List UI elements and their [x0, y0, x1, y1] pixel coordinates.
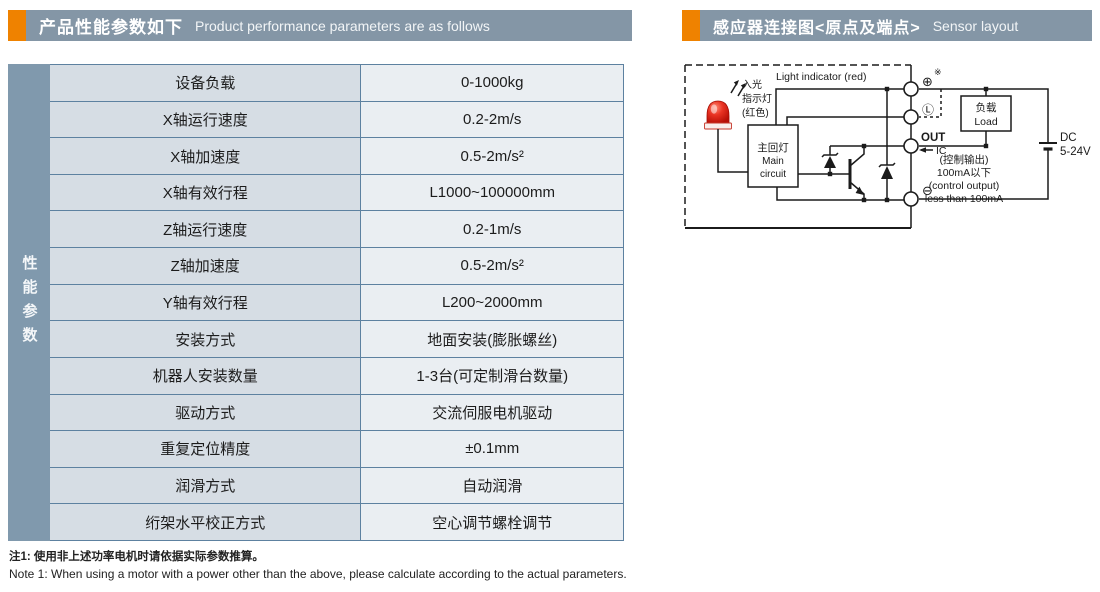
- dc-battery-symbol: [1039, 142, 1057, 151]
- light-indicator-label: Light indicator (red): [776, 71, 866, 83]
- main-circuit-box: 主回灯 Main circuit: [747, 124, 799, 188]
- param-name: 重复定位精度: [50, 431, 361, 467]
- param-value: 0.2-2m/s: [361, 101, 623, 138]
- terminal-plus-label: ⊕: [922, 74, 933, 89]
- right-section-header: 感应器连接图<原点及端点> Sensor layout: [682, 10, 1092, 41]
- param-name: 机器人安装数量: [50, 357, 361, 394]
- zener-diode-left: [821, 146, 839, 174]
- ic-label: IC: [936, 145, 947, 157]
- output-transistor: [848, 146, 865, 200]
- control-output-line-3: (control output): [929, 180, 1000, 192]
- left-header-title-en: Product performance parameters are as fo…: [195, 17, 490, 34]
- left-header-title-cn: 产品性能参数如下: [39, 18, 183, 37]
- param-value: ±0.1mm: [361, 431, 623, 467]
- terminal-minus-label: ⊖: [922, 183, 933, 198]
- terminals: [903, 81, 919, 207]
- footnote-en: Note 1: When using a motor with a power …: [9, 567, 627, 581]
- table-grid: 设备负载 0-1000kg X轴运行速度 0.2-2m/s X轴加速度 0.5-…: [50, 64, 624, 541]
- external-wiring: [919, 88, 1049, 200]
- param-value: 地面安装(膨胀螺丝): [361, 321, 623, 357]
- table-side-label: 性能参数: [8, 64, 50, 541]
- orange-accent-bar: [8, 10, 26, 41]
- load-box: 负载 Load: [960, 95, 1012, 132]
- param-name: X轴运行速度: [50, 101, 361, 138]
- zener-diode-right: [878, 162, 896, 179]
- orange-accent-bar: [682, 10, 700, 41]
- param-name: X轴加速度: [50, 138, 361, 174]
- dc-label: DC: [1060, 132, 1077, 144]
- terminal-plus: [903, 81, 919, 97]
- param-value: 0-1000kg: [361, 65, 623, 101]
- led-label-cn-3: (红色): [742, 106, 769, 119]
- param-value: L200~2000mm: [361, 284, 623, 321]
- light-ray-arrows: [730, 80, 746, 97]
- load-label-en: Load: [974, 116, 998, 128]
- left-section-header: 产品性能参数如下 Product performance parameters …: [8, 10, 632, 41]
- param-name: 润滑方式: [50, 467, 361, 504]
- param-name: 安装方式: [50, 321, 361, 357]
- param-name: 绗架水平校正方式: [50, 504, 361, 540]
- param-name: 驱动方式: [50, 394, 361, 431]
- param-name: Z轴加速度: [50, 248, 361, 284]
- control-output-line-2: 100mA以下: [937, 167, 991, 179]
- load-label-cn: 负载: [976, 101, 997, 114]
- param-value: 0.5-2m/s²: [361, 138, 623, 174]
- terminal-l: [903, 109, 919, 125]
- param-value: L1000~100000mm: [361, 174, 623, 211]
- main-circuit-label-cn: 主回灯: [757, 142, 789, 154]
- led-label-cn-1: 入光: [742, 78, 762, 91]
- right-header-title-cn: 感应器连接图<原点及端点>: [713, 19, 921, 37]
- control-output-line-1: (控制输出): [940, 153, 989, 166]
- param-value: 1-3台(可定制滑台数量): [361, 357, 623, 394]
- param-name: Z轴运行速度: [50, 211, 361, 248]
- led-indicator: [704, 100, 748, 173]
- control-output-line-4: less than 100mA: [925, 193, 1003, 205]
- footnote-cn: 注1: 使用非上述功率电机时请依据实际参数推算。: [9, 551, 264, 563]
- led-label-cn-2: 指示灯: [742, 92, 772, 105]
- param-value: 自动润滑: [361, 467, 623, 504]
- param-value: 0.2-1m/s: [361, 211, 623, 248]
- right-header-title-en: Sensor layout: [932, 17, 1019, 34]
- param-value: 空心调节螺栓调节: [361, 504, 623, 540]
- param-value: 交流伺服电机驱动: [361, 394, 623, 431]
- param-value: 0.5-2m/s²: [361, 248, 623, 284]
- performance-parameters-table: 性能参数 设备负载 0-1000kg X轴运行速度 0.2-2m/s X轴加速度…: [8, 64, 624, 541]
- terminal-minus: [903, 191, 919, 207]
- footnotes: 注1: 使用非上述功率电机时请依据实际参数推算。 Note 1: When us…: [9, 549, 627, 583]
- sensor-wiring-diagram: 入光 指示灯 (红色) Light indicator (red) 主回灯 Ma…: [683, 55, 1100, 245]
- ic-arrow: [919, 147, 933, 153]
- param-name: Y轴有效行程: [50, 284, 361, 321]
- terminal-out-label: OUT: [921, 132, 945, 144]
- terminal-out: [903, 138, 919, 154]
- main-circuit-label-en-1: Main: [762, 156, 784, 167]
- terminal-note-mark: ※: [934, 67, 942, 77]
- dc-voltage-label: 5-24V: [1060, 146, 1091, 158]
- param-name: 设备负载: [50, 65, 361, 101]
- main-circuit-label-en-2: circuit: [760, 169, 786, 180]
- terminal-l-label: Ⓛ: [922, 103, 934, 117]
- param-name: X轴有效行程: [50, 174, 361, 211]
